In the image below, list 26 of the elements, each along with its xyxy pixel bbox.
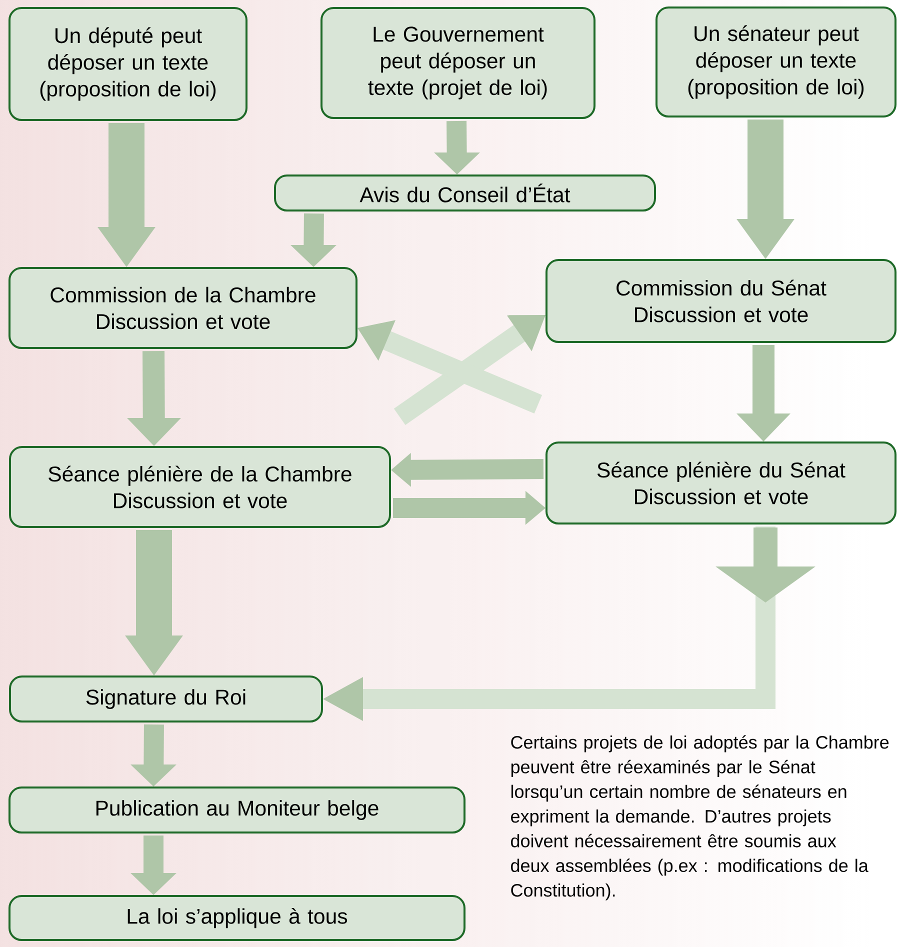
process-box: Un sénateur peut déposer un texte (proposition de loi): [656, 6, 896, 118]
block-arrow: [130, 724, 176, 786]
block-arrow: [736, 120, 794, 259]
process-box: Séance plénière de la Chambre Discussion et vote: [9, 446, 391, 528]
process-box: Avis du Conseil d’État: [274, 174, 656, 212]
block-arrow: [358, 320, 542, 414]
note-text: Certains projets de loi adoptés par la Chambre peuvent être réexaminés par le Sénat lorsqu’un certain nombre de sénateurs en expriment la demande. D’autres projets doivent nécessairement être soumis aux deux assemblées (p.ex : modifications de la Constitution).: [511, 735, 889, 900]
block-arrow: [98, 123, 156, 267]
block-arrow: [127, 350, 181, 446]
process-box: Publication au Moniteur belge: [8, 786, 466, 834]
block-arrow: [394, 315, 546, 426]
process-box: Commission du Sénat Discussion et vote: [546, 259, 896, 343]
block-arrow: [130, 836, 176, 895]
block-arrow: [434, 120, 480, 174]
process-box: Un député peut déposer un texte (proposition de loi): [8, 7, 248, 121]
process-box: La loi s’applique à tous: [8, 895, 466, 941]
block-arrow: [393, 490, 546, 525]
block-arrow: [125, 530, 183, 676]
block-arrow: [736, 345, 790, 442]
block-arrow: [323, 526, 816, 721]
block-arrow: [391, 452, 544, 487]
process-box: Commission de la Chambre Discussion et vote: [8, 267, 358, 349]
process-box: Signature du Roi: [9, 676, 323, 722]
process-box: Le Gouvernement peut déposer un texte (projet de loi): [320, 7, 596, 119]
block-arrow: [290, 213, 336, 267]
process-box: Séance plénière du Sénat Discussion et vote: [546, 442, 896, 524]
